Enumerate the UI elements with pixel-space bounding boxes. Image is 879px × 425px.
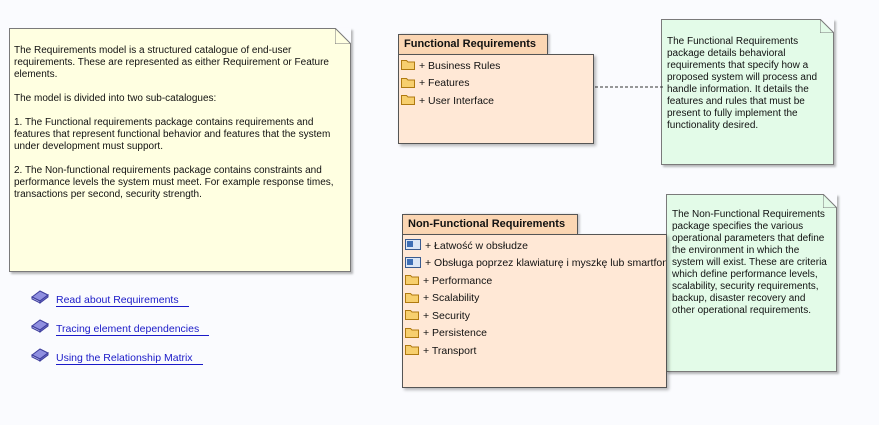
package-title: Non-Functional Requirements [402, 214, 578, 234]
item-label: + Persistence [423, 327, 487, 340]
note-fold-corner [823, 194, 837, 208]
folder-icon [405, 308, 419, 323]
folder-icon [401, 58, 415, 73]
package-item-user-interface[interactable]: + User Interface [399, 92, 593, 110]
requirement-icon [405, 256, 421, 271]
requirement-icon [405, 238, 421, 253]
link-label[interactable]: Read about Requirements [56, 294, 189, 307]
note-fold-corner [335, 28, 351, 44]
package-item-security[interactable]: + Security [403, 307, 666, 325]
item-label: + Obsługa poprzez klawiaturę i myszkę lu… [425, 257, 667, 270]
functional-requirements-note[interactable]: The Functional Requirements package deta… [661, 19, 834, 165]
folder-icon [405, 273, 419, 288]
package-item-persistence[interactable]: + Persistence [403, 325, 666, 343]
item-label: + User Interface [419, 94, 494, 107]
item-label: + Security [423, 309, 470, 322]
note-text: The Non-Functional Requirements package … [672, 209, 830, 316]
item-label: + Performance [423, 274, 493, 287]
package-item-transport[interactable]: + Transport [403, 342, 666, 360]
folder-icon [405, 291, 419, 306]
book-icon [31, 319, 49, 333]
item-label: + Business Rules [419, 59, 501, 72]
package-item-scalability[interactable]: + Scalability [403, 290, 666, 308]
link-label[interactable]: Tracing element dependencies [56, 323, 210, 336]
folder-icon [405, 326, 419, 341]
package-body: + Business Rules + Features + User Inter… [398, 54, 594, 144]
folder-icon [405, 343, 419, 358]
package-item-features[interactable]: + Features [399, 75, 593, 93]
item-label: + Features [419, 77, 470, 90]
package-body: + Łatwość w obsłudze + Obsługa poprzez k… [402, 234, 667, 388]
note-connector [595, 86, 663, 88]
book-icon [31, 290, 49, 304]
note-text: The Requirements model is a structured c… [14, 45, 334, 200]
folder-icon [401, 76, 415, 91]
note-text: The Functional Requirements package deta… [667, 36, 820, 131]
requirements-model-note[interactable]: The Requirements model is a structured c… [9, 28, 351, 272]
folder-icon [401, 93, 415, 108]
package-item-obsluga[interactable]: + Obsługa poprzez klawiaturę i myszkę lu… [403, 255, 666, 273]
link-label[interactable]: Using the Relationship Matrix [56, 352, 203, 365]
package-item-performance[interactable]: + Performance [403, 272, 666, 290]
item-label: + Łatwość w obsłudze [425, 239, 529, 252]
package-item-latwosc[interactable]: + Łatwość w obsłudze [403, 237, 666, 255]
item-label: + Scalability [423, 292, 480, 305]
package-title: Functional Requirements [398, 34, 548, 54]
book-icon [31, 348, 49, 362]
item-label: + Transport [423, 344, 477, 357]
non-functional-requirements-note[interactable]: The Non-Functional Requirements package … [666, 194, 837, 372]
note-fold-corner [820, 19, 834, 33]
package-item-business-rules[interactable]: + Business Rules [399, 57, 593, 75]
